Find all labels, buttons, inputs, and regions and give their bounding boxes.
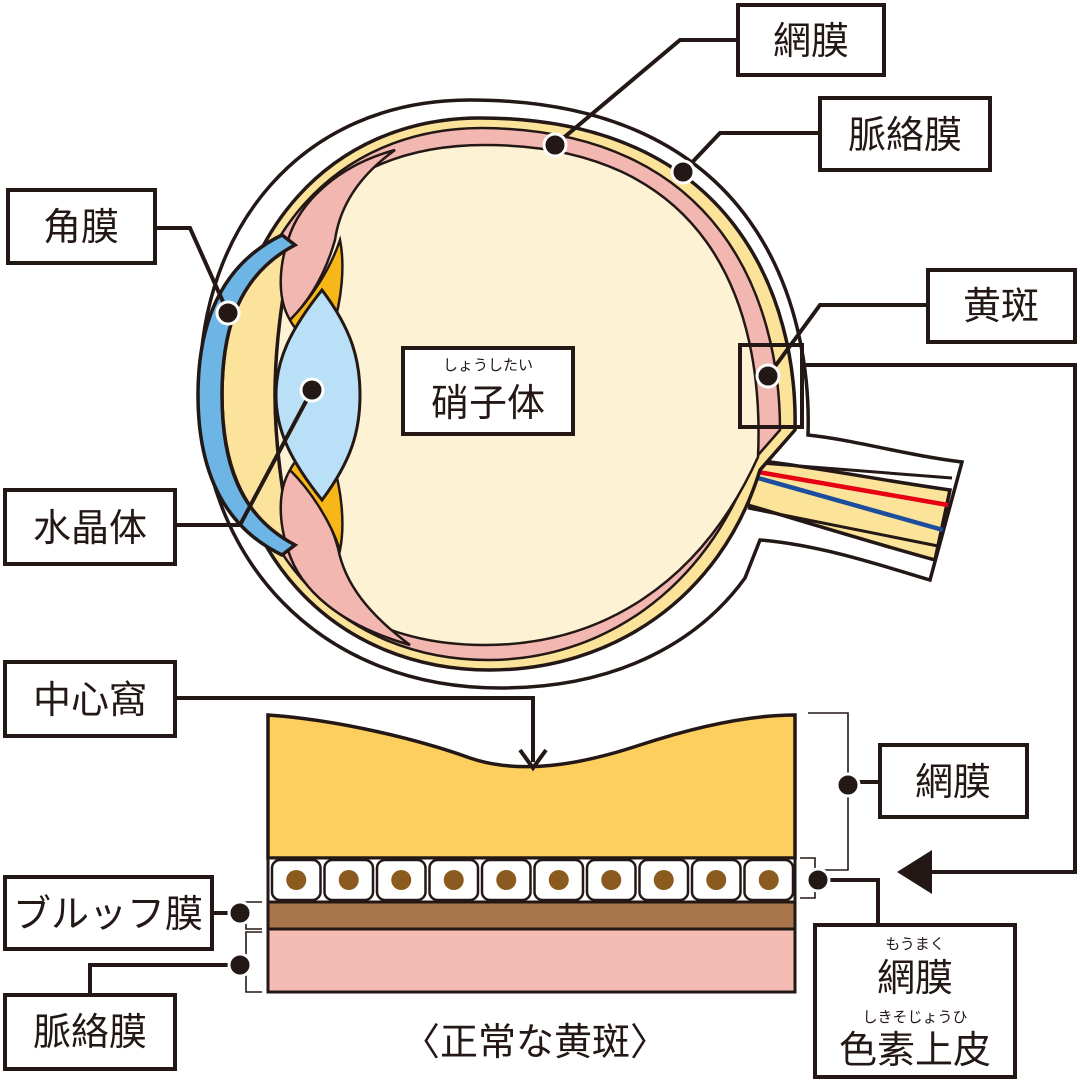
dot-rpe <box>805 867 831 893</box>
label-cornea: 角膜 <box>6 188 157 265</box>
leader-choroid-top <box>681 131 820 174</box>
dot-retina-top <box>542 132 568 158</box>
label-lens-text: 水晶体 <box>33 506 147 550</box>
rpe-cell-nucleus <box>653 870 674 890</box>
bruch-membrane-section <box>266 900 797 931</box>
label-macula-text: 黄斑 <box>963 284 1039 328</box>
macula-cross-section <box>175 363 1077 994</box>
rpe-cell-nucleus <box>496 870 517 890</box>
label-rpe-ruby-2: しきそじょうひ <box>862 1008 967 1026</box>
rpe-cell-nucleus <box>758 870 779 890</box>
leader-rpe <box>818 878 880 925</box>
rpe-cells <box>270 858 795 902</box>
retinal-vein <box>757 475 944 533</box>
dot-cornea <box>215 300 241 326</box>
rpe-cell-nucleus <box>338 870 359 890</box>
label-choroid-bottom-text: 脈絡膜 <box>33 1010 147 1054</box>
label-vitreous-text: 硝子体 <box>431 381 545 425</box>
fovea-arrow-head <box>518 748 548 772</box>
label-bruch-text: ブルッフ膜 <box>13 892 203 936</box>
label-choroid-top: 脈絡膜 <box>818 96 992 172</box>
label-rpe-text-2: 色素上皮 <box>839 1028 991 1072</box>
label-rpe-text-1: 網膜 <box>877 956 953 1000</box>
label-choroid-bottom: 脈絡膜 <box>3 993 177 1071</box>
macula-zoom-arrowhead <box>897 850 932 894</box>
rpe-cell-nucleus <box>286 870 307 890</box>
dot-choroid-bottom <box>227 952 253 978</box>
leaders <box>88 38 928 995</box>
rpe-cell-nucleus <box>391 870 412 890</box>
optic-nerve-band <box>759 461 953 480</box>
leader-lens <box>175 389 314 527</box>
label-lens: 水晶体 <box>3 488 177 566</box>
retinal-artery <box>757 469 949 508</box>
dot-macula <box>755 363 781 389</box>
rpe-cell-nucleus <box>443 870 464 890</box>
optic-nerve-band-lower <box>747 506 939 548</box>
caption-normal-macula: 〈正常な黄斑〉 <box>402 1020 668 1064</box>
fovea-arrow <box>175 696 535 762</box>
rpe-cell-nucleus <box>706 870 727 890</box>
label-boxes: 網膜 脈絡膜 角膜 黄斑 しょうしたい 硝子体 水晶体 中心窩 網 <box>3 3 1077 1079</box>
macula-frame <box>738 343 804 429</box>
leader-choroid-bottom <box>88 963 240 995</box>
label-vitreous: しょうしたい 硝子体 <box>401 346 575 436</box>
label-rpe: もうまく 網膜 しきそじょうひ 色素上皮 <box>813 923 1017 1079</box>
macula-zoom-line <box>802 363 1077 874</box>
label-fovea: 中心窩 <box>3 660 177 738</box>
leader-cornea <box>155 226 230 314</box>
label-rpe-ruby-1: もうまく <box>885 935 945 953</box>
label-macula: 黄斑 <box>926 268 1077 344</box>
leader-retina-top <box>553 38 738 147</box>
label-retina-top: 網膜 <box>736 3 886 77</box>
label-retina-right: 網膜 <box>878 743 1029 819</box>
label-cornea-text: 角膜 <box>43 205 119 249</box>
leader-macula <box>766 303 928 378</box>
choroid-section <box>266 927 797 994</box>
label-fovea-text: 中心窩 <box>33 678 147 722</box>
label-vitreous-ruby: しょうしたい <box>443 356 533 374</box>
dot-bruch <box>227 900 253 926</box>
ciliary-body-upper <box>279 148 396 323</box>
label-choroid-top-text: 脈絡膜 <box>848 113 962 157</box>
ciliary-body-lower <box>279 468 411 647</box>
dot-choroid-top <box>670 159 696 185</box>
label-bruch: ブルッフ膜 <box>3 875 214 951</box>
rpe-cell-nucleus <box>601 870 622 890</box>
dot-retina-right <box>835 772 861 798</box>
label-retina-top-text: 網膜 <box>773 19 849 63</box>
label-retina-right-text: 網膜 <box>915 760 991 804</box>
dot-lens <box>299 377 325 403</box>
retina-section <box>266 713 797 860</box>
rpe-cell-nucleus <box>548 870 569 890</box>
